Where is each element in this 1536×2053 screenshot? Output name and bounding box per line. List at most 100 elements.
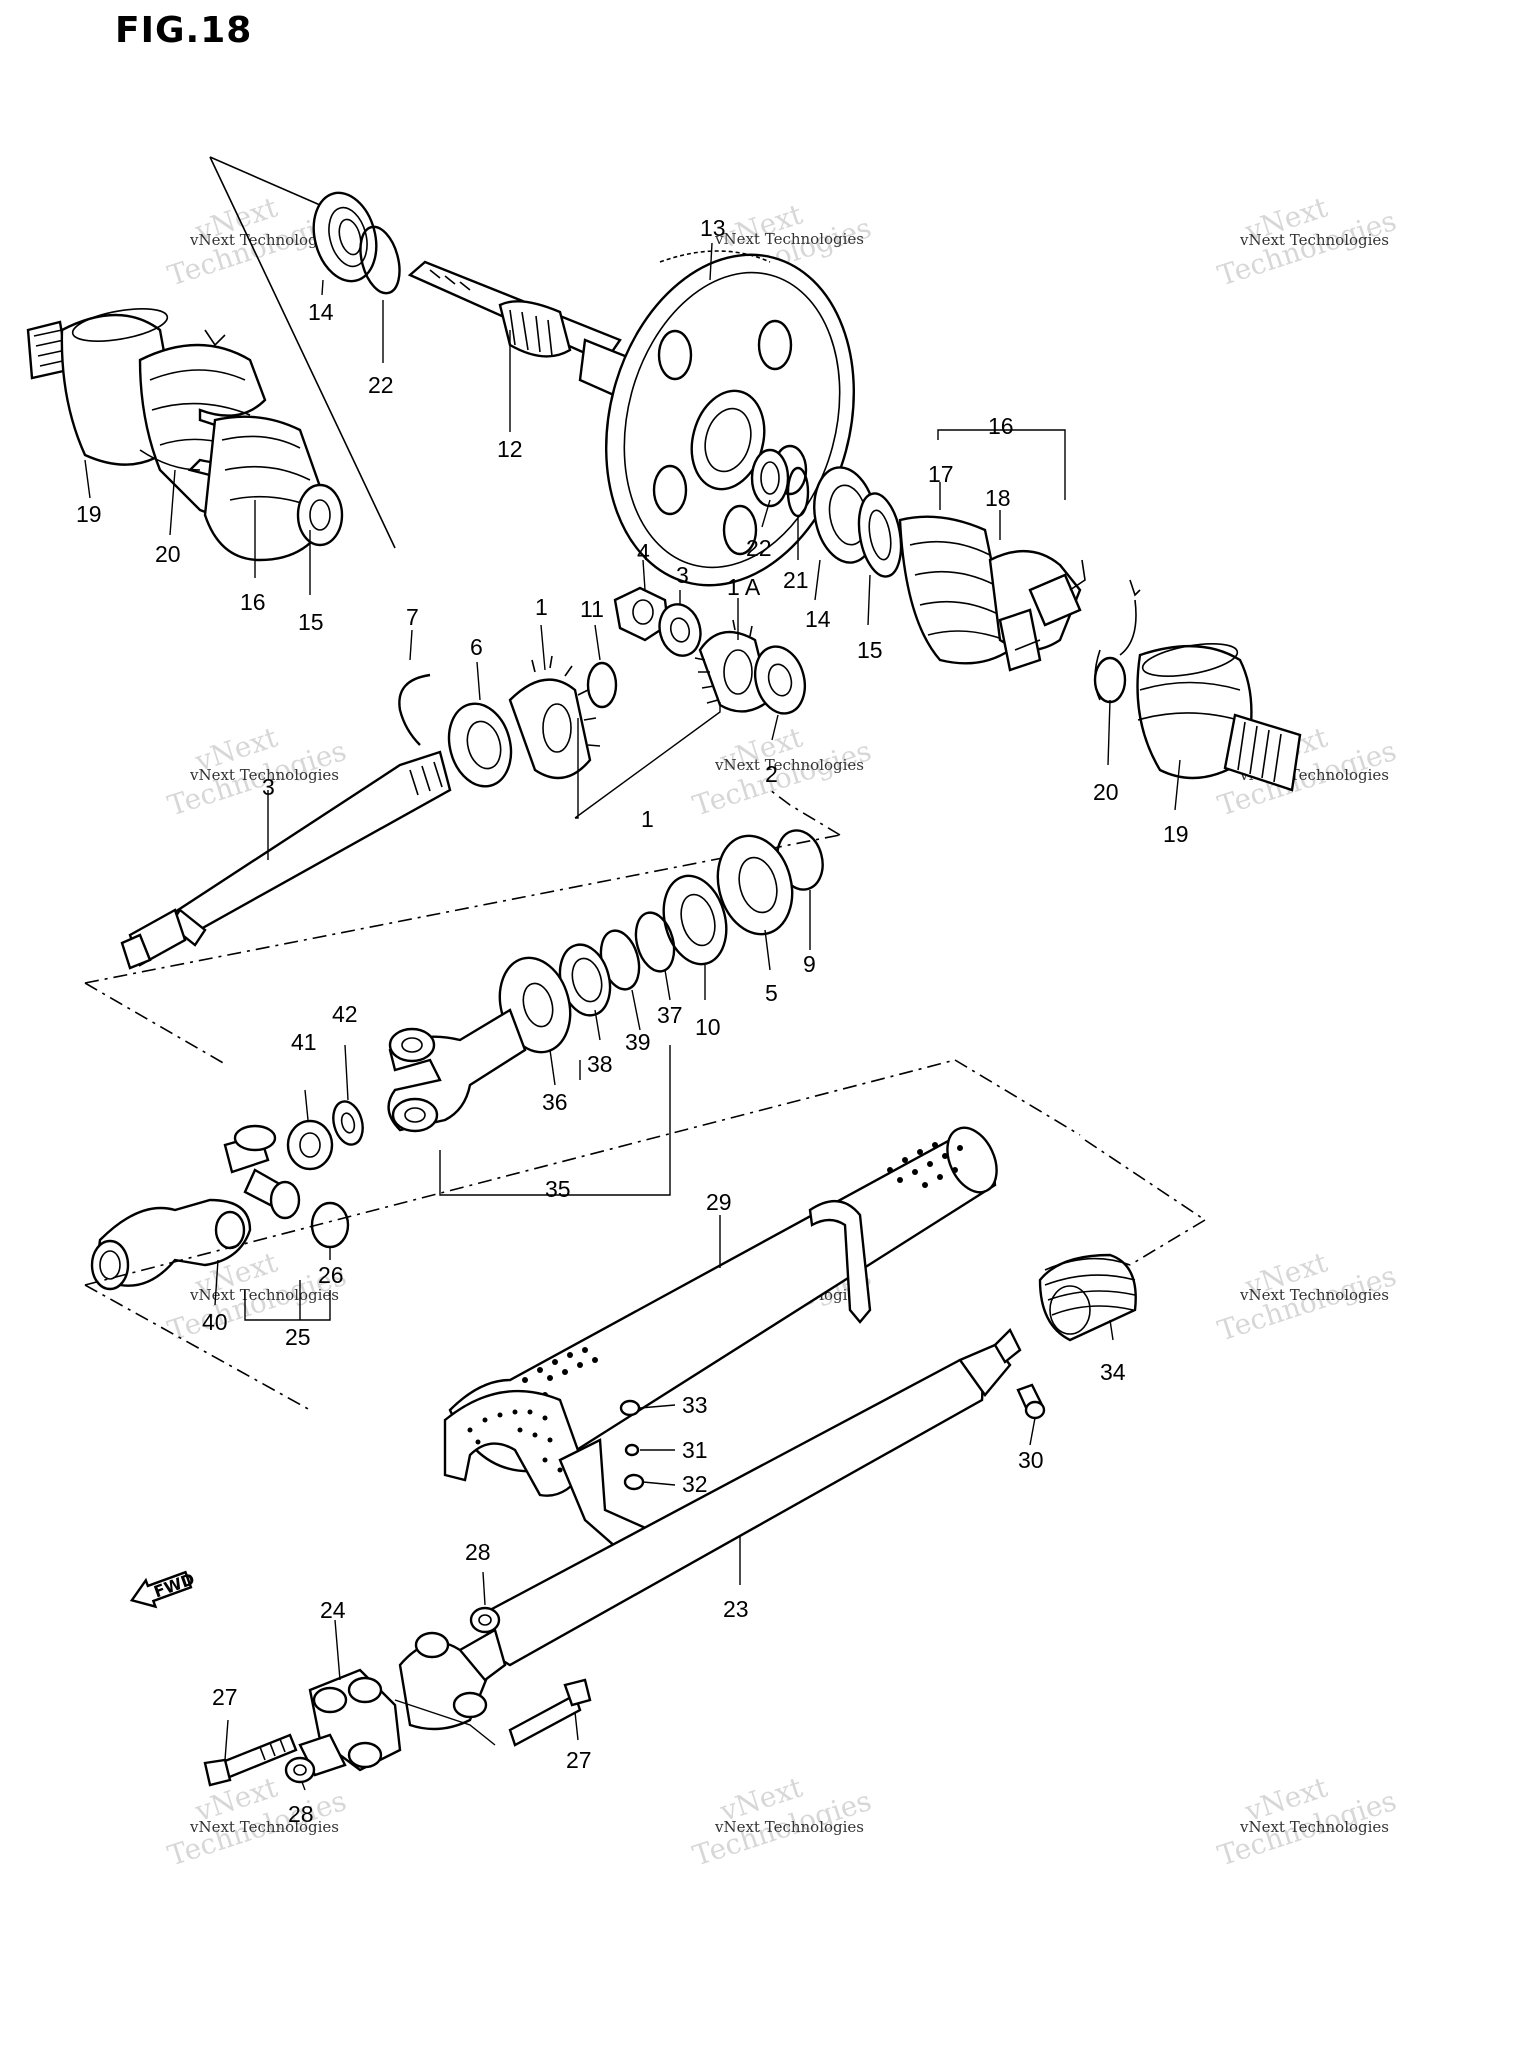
callout-9: 9: [803, 951, 816, 977]
callout-38: 38: [587, 1051, 613, 1077]
watermark-small-ml: vNext Technologies: [189, 766, 339, 784]
callout-15b: 15: [857, 637, 883, 663]
watermark-r4: vNext Technologies: [1214, 1770, 1400, 1872]
callout-40: 40: [202, 1309, 228, 1335]
callout-20a: 20: [155, 541, 181, 567]
bolt-30: [1016, 1383, 1046, 1420]
callout-42: 42: [332, 1001, 358, 1027]
callout-27b: 27: [566, 1747, 592, 1773]
callout-36: 36: [542, 1089, 568, 1115]
nut-28-top: [469, 1606, 501, 1634]
callout-18: 18: [985, 485, 1011, 511]
washer-2: [754, 645, 806, 715]
watermark-small-r4: vNext Technologies: [1239, 1818, 1389, 1836]
fwd-direction-marker: FWD: [129, 1569, 197, 1609]
callout-23: 23: [723, 1596, 749, 1622]
bolt-27-right: [508, 1678, 592, 1747]
drive-gear-1: [508, 655, 601, 780]
callout-3a: 3: [676, 562, 689, 588]
watermark-small-r3: vNext Technologies: [1239, 1286, 1389, 1304]
callout-34: 34: [1100, 1359, 1126, 1385]
callout-22a: 22: [368, 372, 394, 398]
right-axle-boot-group: [898, 515, 1302, 792]
callout-16b: 16: [988, 413, 1014, 439]
leader-lines: [84, 242, 1181, 1791]
callout-21: 21: [783, 567, 809, 593]
callout-37: 37: [657, 1002, 683, 1028]
callout-28a: 28: [465, 1539, 491, 1565]
left-axle-boot-group: [26, 156, 396, 562]
bearing-41: [286, 1119, 334, 1171]
callout-26: 26: [318, 1262, 344, 1288]
circlip-26: [310, 1201, 350, 1249]
callout-19a: 19: [76, 501, 102, 527]
watermark-small-l3: vNext Technologies: [189, 1286, 339, 1304]
fwd-label: FWD: [151, 1569, 197, 1601]
ring-37: [634, 911, 676, 973]
watermark-small-tr: vNext Technologies: [1239, 231, 1389, 249]
spider-25: [223, 1124, 301, 1220]
callout-15a: 15: [298, 609, 324, 635]
seal-10: [662, 874, 728, 966]
callout-33: 33: [682, 1392, 708, 1418]
watermark-ml: vNext Technologies: [164, 720, 350, 822]
callout-14b: 14: [805, 606, 831, 632]
watermark-small-tl: vNext Technologies: [189, 231, 339, 249]
callout-17: 17: [928, 461, 954, 487]
callout-2: 2: [765, 761, 778, 787]
callout-31: 31: [682, 1437, 708, 1463]
bearing-5: [716, 834, 794, 936]
callout-11: 11: [580, 596, 604, 622]
bolt-27-left: [203, 1733, 298, 1787]
watermark-small-tc: vNext Technologies: [714, 230, 864, 248]
circlip-11: [586, 661, 618, 709]
callout-30: 30: [1018, 1447, 1044, 1473]
snap-ring-7: [398, 673, 431, 746]
callout-7: 7: [406, 604, 419, 630]
callout-24: 24: [320, 1597, 346, 1623]
callout-1a: 1: [535, 594, 548, 620]
watermark-small-l4: vNext Technologies: [189, 1818, 339, 1836]
nut-33: [619, 1399, 641, 1417]
callout-19b: 19: [1163, 821, 1189, 847]
nut-28-bottom: [284, 1756, 316, 1784]
callout-12: 12: [497, 436, 523, 462]
ring-gear-13: [605, 250, 855, 587]
seal-42: [332, 1100, 364, 1146]
callout-labels: 13 14 22 12 19 20 16 15 16 17 18 22 21 1…: [76, 215, 1189, 1827]
bearing-6: [447, 702, 513, 788]
washer-3: [658, 603, 702, 657]
shaft-tube-29: [448, 1126, 998, 1473]
callout-39: 39: [625, 1029, 651, 1055]
callout-35: 35: [545, 1176, 571, 1202]
callout-28b: 28: [288, 1801, 314, 1827]
flange-yoke: [398, 1628, 507, 1731]
watermark-c4: vNext Technologies: [689, 1770, 875, 1872]
input-shaft-3: [120, 750, 452, 970]
callout-27a: 27: [212, 1684, 238, 1710]
callout-22b: 22: [746, 535, 772, 561]
callout-13a: 13: [700, 215, 726, 241]
damper-boot-34: [1038, 1253, 1137, 1342]
washer-32: [623, 1473, 645, 1491]
callout-14a: 14: [308, 299, 334, 325]
washer-31: [624, 1443, 640, 1457]
callout-3b: 3: [262, 774, 275, 800]
callout-4: 4: [637, 539, 650, 565]
circlip-22-top: [359, 225, 401, 295]
callout-10: 10: [695, 1014, 721, 1040]
callout-41: 41: [291, 1029, 317, 1055]
watermark-small-mc: vNext Technologies: [714, 756, 864, 774]
coupling-24: [298, 1668, 402, 1777]
callout-25: 25: [285, 1324, 311, 1350]
callout-1b: 1: [641, 806, 654, 832]
mount-bracket: [443, 1389, 662, 1557]
callout-20b: 20: [1093, 779, 1119, 805]
yoke-35: [387, 1008, 527, 1133]
callout-16a: 16: [240, 589, 266, 615]
callout-32: 32: [682, 1471, 708, 1497]
circlip-22-right: [750, 448, 790, 508]
countershaft-12: [407, 260, 632, 402]
